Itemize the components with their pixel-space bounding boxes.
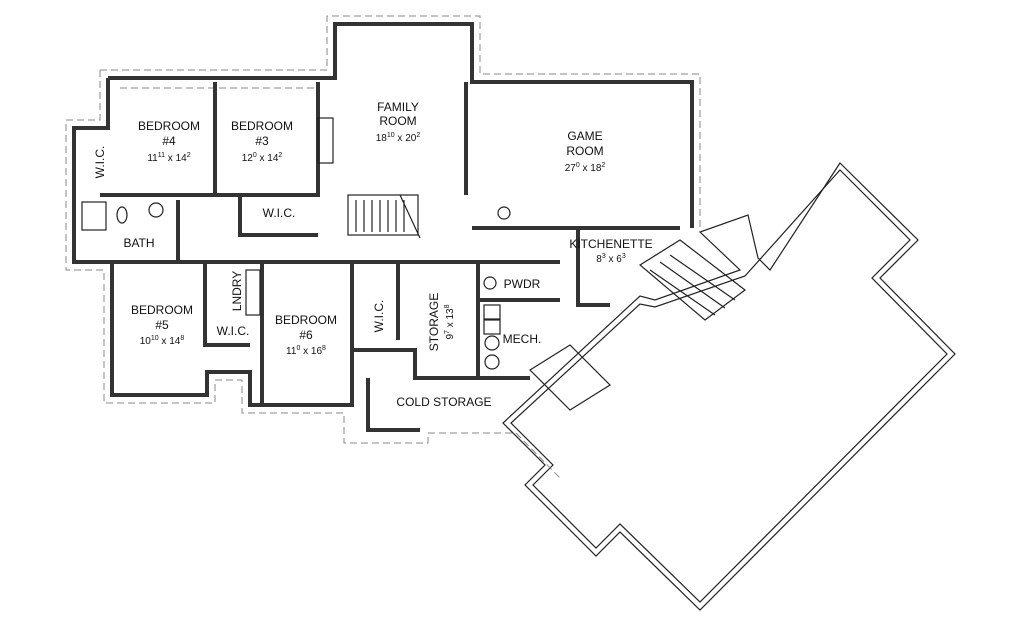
room-name: BEDROOM — [275, 313, 337, 327]
fixtures — [81, 117, 511, 370]
room-number: #6 — [299, 328, 313, 342]
room-name: STORAGE — [427, 293, 441, 351]
room-name: KITCHENETTE — [569, 237, 652, 251]
room-number: #5 — [155, 318, 169, 332]
room-bedroom-3: BEDROOM #3 120 x 142 — [231, 119, 293, 164]
label-mech: MECH. — [503, 332, 542, 346]
label-laundry: LNDRY — [230, 271, 244, 311]
label-bath: BATH — [123, 236, 154, 250]
room-number: #3 — [255, 134, 269, 148]
label-wic-bedroom-4: W.I.C. — [93, 146, 107, 179]
label-powder: PWDR — [504, 277, 541, 291]
room-dimensions: 110 x 168 — [286, 345, 326, 357]
room-name: BEDROOM — [131, 303, 193, 317]
room-bedroom-6: BEDROOM #6 110 x 168 — [275, 313, 337, 357]
label-wic-bedroom-5: W.I.C. — [217, 324, 250, 338]
room-bedroom-5: BEDROOM #5 1010 x 148 — [131, 303, 193, 347]
interior-walls — [100, 82, 680, 432]
room-name: BEDROOM — [138, 119, 200, 133]
label-cold-storage: COLD STORAGE — [396, 395, 491, 409]
room-dimensions: 83 x 63 — [596, 253, 626, 265]
stairs — [347, 194, 746, 411]
exterior-walls — [72, 22, 956, 611]
room-dimensions: 270 x 182 — [565, 162, 606, 174]
room-bedroom-4: BEDROOM #4 1111 x 142 — [138, 119, 200, 164]
room-name: FAMILY — [377, 100, 419, 114]
room-storage: STORAGE 97 x 138 — [427, 293, 456, 351]
room-dimensions: 1111 x 142 — [147, 152, 190, 164]
room-dimensions: 120 x 142 — [242, 152, 283, 164]
room-game-room: GAME ROOM 270 x 182 — [565, 129, 606, 174]
room-number: #4 — [162, 134, 176, 148]
room-dimensions: 1810 x 202 — [376, 132, 421, 144]
label-wic-bedroom-6: W.I.C. — [372, 300, 386, 333]
room-dimensions: 97 x 138 — [444, 304, 456, 339]
room-dimensions: 1010 x 148 — [140, 335, 185, 347]
room-name-line2: ROOM — [379, 114, 416, 128]
room-name-line2: ROOM — [566, 144, 603, 158]
label-wic-bedroom-3: W.I.C. — [263, 206, 296, 220]
room-family-room: FAMILY ROOM 1810 x 202 — [376, 100, 421, 144]
room-name: BEDROOM — [231, 119, 293, 133]
room-kitchenette: KITCHENETTE 83 x 63 — [569, 237, 652, 265]
room-name: GAME — [567, 129, 602, 143]
dashed-outlines — [65, 15, 701, 479]
